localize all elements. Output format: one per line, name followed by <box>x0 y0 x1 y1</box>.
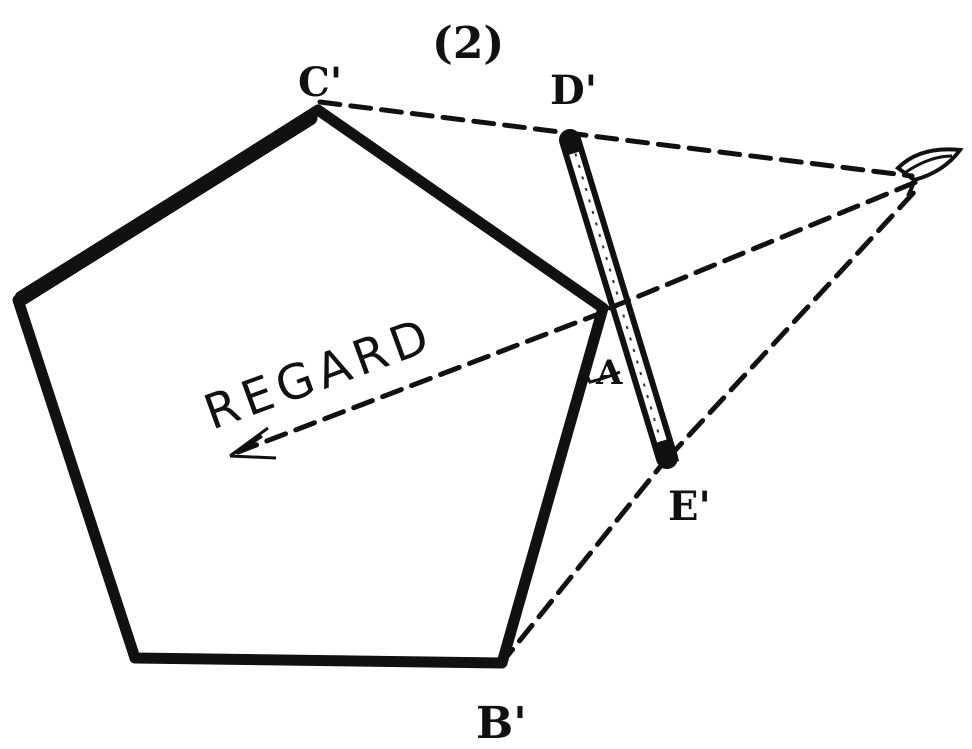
regard-label: REGARD <box>197 307 442 442</box>
sight-line-a-eye <box>607 179 919 311</box>
label-b-prime: B' <box>476 698 527 749</box>
label-c-prime: C' <box>298 59 342 106</box>
sight-line-b-e <box>497 459 667 668</box>
mirror-bar <box>559 129 680 469</box>
sight-line-c-eye <box>317 99 915 179</box>
figure-number: (2) <box>432 18 504 69</box>
label-e-prime: E' <box>668 483 711 530</box>
sight-line-e-eye <box>665 185 921 461</box>
pentagon-edge-thick <box>14 110 318 306</box>
label-a: A <box>595 353 623 393</box>
regard-arrow-line <box>235 309 607 455</box>
angle-marker <box>584 323 621 384</box>
eye-icon <box>894 147 964 197</box>
label-d-prime: D' <box>550 67 597 114</box>
regard-arrowhead <box>229 426 277 460</box>
